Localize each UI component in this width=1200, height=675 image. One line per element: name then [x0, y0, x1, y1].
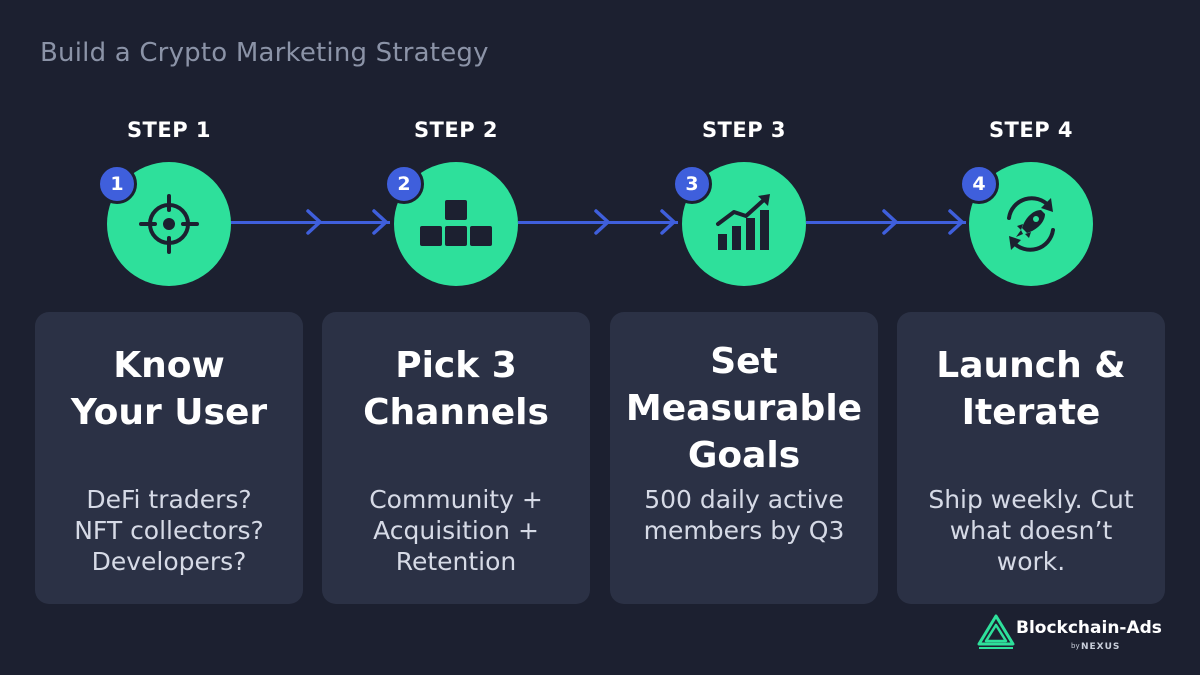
step-4: STEP 4 4 [897, 118, 1165, 288]
step-2: STEP 2 2 [322, 118, 590, 288]
card-title: Set Measurable Goals [625, 341, 863, 476]
step-number-badge: 2 [384, 164, 424, 204]
step-card-3: Set Measurable Goals 500 daily active me… [610, 312, 878, 604]
brand-name: Blockchain-Ads [1016, 618, 1162, 638]
connector-1-2 [230, 221, 390, 224]
target-icon [139, 194, 199, 254]
step-1: STEP 1 1 [35, 118, 303, 288]
card-description: Ship weekly. Cut what doesn’t work. [928, 485, 1134, 576]
card-description: Community + Acquisition + Retention [369, 485, 543, 576]
connector-3-4 [806, 221, 966, 224]
chevron-right-icon [660, 209, 676, 235]
step-icon-circle [394, 162, 518, 286]
step-label: STEP 2 [413, 118, 499, 142]
blocks-icon [420, 200, 492, 246]
step-icon-circle [107, 162, 231, 286]
growth-chart-icon [716, 194, 770, 250]
step-label: STEP 1 [126, 118, 212, 142]
step-card-2: Pick 3 Channels Community + Acquisition … [322, 312, 590, 604]
step-label: STEP 3 [701, 118, 787, 142]
step-label: STEP 4 [988, 118, 1074, 142]
chevron-right-icon [594, 209, 610, 235]
brand-parent: NEXUS [1081, 642, 1121, 652]
rocket-cycle-icon [1007, 196, 1055, 252]
card-title: Pick 3 Channels [363, 345, 549, 433]
step-number-badge: 1 [97, 164, 137, 204]
step-card-4: Launch & Iterate Ship weekly. Cut what d… [897, 312, 1165, 604]
connector-2-3 [518, 221, 678, 224]
chevron-right-icon [948, 209, 964, 235]
chevron-right-icon [882, 209, 898, 235]
step-number-badge: 3 [672, 164, 712, 204]
card-description: 500 daily active members by Q3 [643, 485, 845, 545]
card-title: Know Your User [70, 345, 268, 433]
step-number-badge: 4 [959, 164, 999, 204]
step-3: STEP 3 3 [610, 118, 878, 288]
chevron-right-icon [372, 209, 388, 235]
chevron-right-icon [306, 209, 322, 235]
card-description: DeFi traders? NFT collectors? Developers… [74, 485, 264, 576]
blockchain-ads-logo-icon [977, 614, 1015, 649]
step-card-1: Know Your User DeFi traders? NFT collect… [35, 312, 303, 604]
brand-logo: Blockchain-Ads by NEXUS [977, 612, 1162, 660]
page-title: Build a Crypto Marketing Strategy [40, 38, 489, 68]
card-title: Launch & Iterate [936, 345, 1126, 433]
brand-by: by [1071, 642, 1080, 650]
